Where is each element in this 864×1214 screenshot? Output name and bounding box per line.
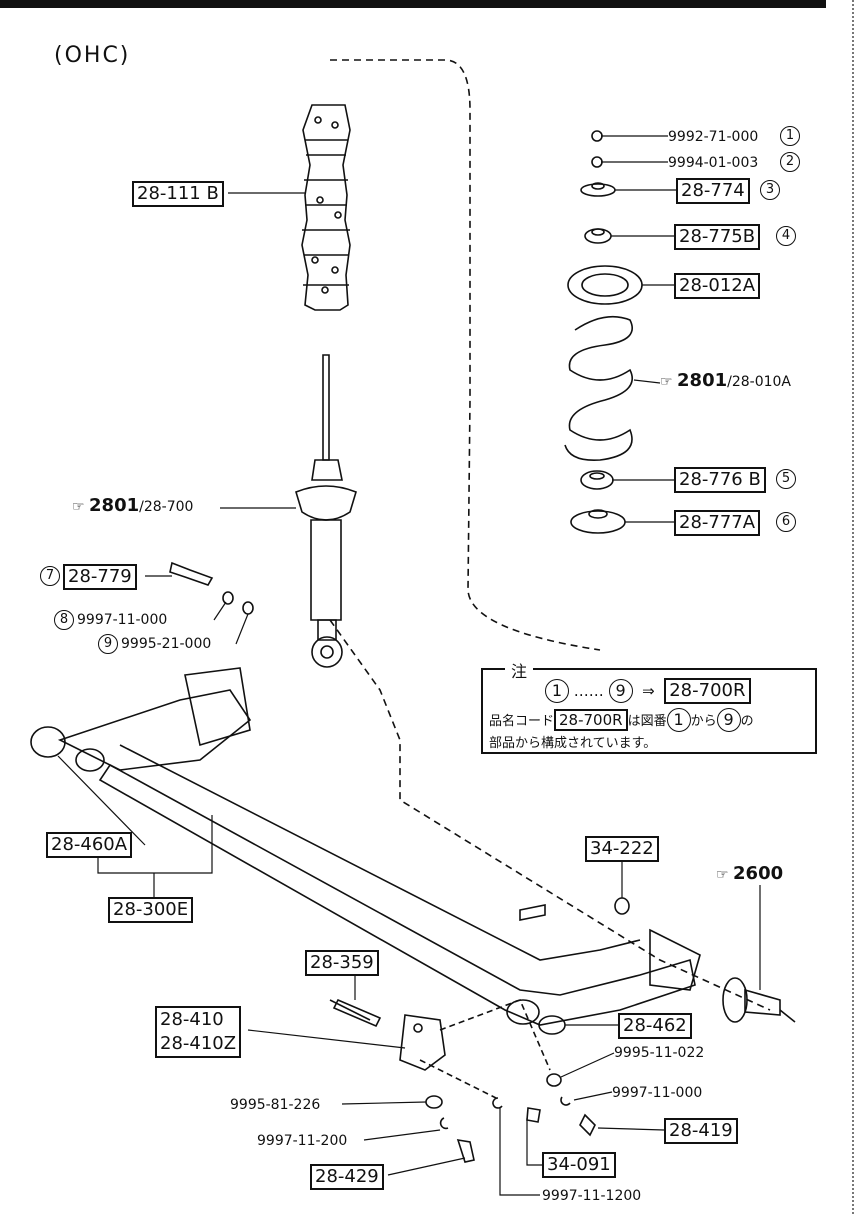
part-label-28-777a[interactable]: 28-777A bbox=[674, 510, 761, 536]
upper-mount-parts-drawing bbox=[564, 130, 643, 534]
note-line-3: 部品から構成されています。 bbox=[489, 736, 657, 751]
part-label-9997-11-200[interactable]: 9997-11-200 bbox=[257, 1133, 348, 1149]
marker-8: 8 bbox=[54, 610, 74, 630]
part-label-28-774[interactable]: 28-774 bbox=[676, 178, 750, 204]
marker-6: 6 bbox=[776, 512, 796, 532]
part-label-34-222[interactable]: 34-222 bbox=[585, 836, 659, 862]
part-label-28-012a[interactable]: 28-012A bbox=[674, 273, 761, 299]
part-label-28-359[interactable]: 28-359 bbox=[305, 950, 379, 976]
shock-absorber-drawing bbox=[295, 354, 357, 668]
part-label-9995-21-000[interactable]: 9995-21-000 bbox=[121, 636, 212, 652]
part-label-9995-81-226[interactable]: 9995-81-226 bbox=[230, 1097, 321, 1113]
marker-7: 7 bbox=[40, 566, 60, 586]
part-label-28-460a[interactable]: 28-460A bbox=[46, 832, 133, 858]
top-border-bar bbox=[0, 0, 826, 8]
part-label-28-410-group[interactable]: 28-410 28-410Z bbox=[155, 1006, 242, 1058]
hub-assembly-drawing bbox=[722, 977, 796, 1023]
note-line-1: 1 …… 9 ⇒ 28-700R bbox=[545, 678, 751, 704]
part-label-28-111b[interactable]: 28-111 B bbox=[132, 181, 224, 207]
part-label-9997-11-000[interactable]: 9997-11-000 bbox=[77, 612, 168, 628]
pointer-icon: ☞ bbox=[716, 867, 729, 883]
assembly-dashed-outline bbox=[330, 59, 601, 651]
part-label-28-779[interactable]: 28-779 bbox=[63, 564, 137, 590]
pointer-icon: ☞ bbox=[72, 499, 85, 515]
marker-9: 9 bbox=[98, 634, 118, 654]
part-label-34-091[interactable]: 34-091 bbox=[542, 1152, 616, 1178]
hub-reference[interactable]: ☞ 2600 bbox=[716, 863, 784, 884]
note-target-part[interactable]: 28-700R bbox=[664, 678, 751, 704]
bump-stop-boot-drawing bbox=[301, 104, 351, 311]
part-label-28-429[interactable]: 28-429 bbox=[310, 1164, 384, 1190]
part-label-28-775b[interactable]: 28-775B bbox=[674, 224, 761, 250]
leader-lines bbox=[57, 135, 761, 1196]
right-page-edge bbox=[852, 0, 855, 1214]
part-label-9997-11-000-lower[interactable]: 9997-11-000 bbox=[612, 1085, 703, 1101]
shock-reference[interactable]: ☞ 2801/28-700 bbox=[72, 495, 194, 516]
part-label-9995-11-022[interactable]: 9995-11-022 bbox=[614, 1045, 705, 1061]
part-label-28-410z: 28-410Z bbox=[160, 1033, 237, 1054]
part-label-28-462[interactable]: 28-462 bbox=[618, 1013, 692, 1039]
spring-reference[interactable]: ☞ 2801/28-010A bbox=[660, 370, 792, 391]
marker-2: 2 bbox=[780, 152, 800, 172]
bushing-dashed-line bbox=[439, 998, 551, 1071]
part-label-9997-11-1200[interactable]: 9997-11-1200 bbox=[542, 1188, 642, 1204]
marker-1: 1 bbox=[780, 126, 800, 146]
marker-5: 5 bbox=[776, 469, 796, 489]
part-label-28-300e[interactable]: 28-300E bbox=[108, 897, 194, 923]
rear-axle-beam-drawing bbox=[30, 667, 701, 1026]
part-label-28-410: 28-410 bbox=[160, 1009, 224, 1030]
part-label-9994-01-003[interactable]: 9994-01-003 bbox=[668, 155, 759, 171]
marker-3: 3 bbox=[760, 180, 780, 200]
bracket-drawing bbox=[329, 999, 446, 1071]
pointer-icon: ☞ bbox=[660, 374, 673, 390]
part-label-9992-71-000[interactable]: 9992-71-000 bbox=[668, 129, 759, 145]
shock-to-axle-dashed-line bbox=[329, 619, 771, 1011]
marker-4: 4 bbox=[776, 226, 796, 246]
part-label-28-419[interactable]: 28-419 bbox=[664, 1118, 738, 1144]
lower-dashed-line bbox=[419, 1059, 501, 1101]
part-label-28-776b[interactable]: 28-776 B bbox=[674, 467, 766, 493]
fasteners-drawing bbox=[169, 561, 630, 1163]
note-heading: 注 bbox=[505, 658, 534, 682]
page-title: (OHC) bbox=[54, 43, 131, 68]
